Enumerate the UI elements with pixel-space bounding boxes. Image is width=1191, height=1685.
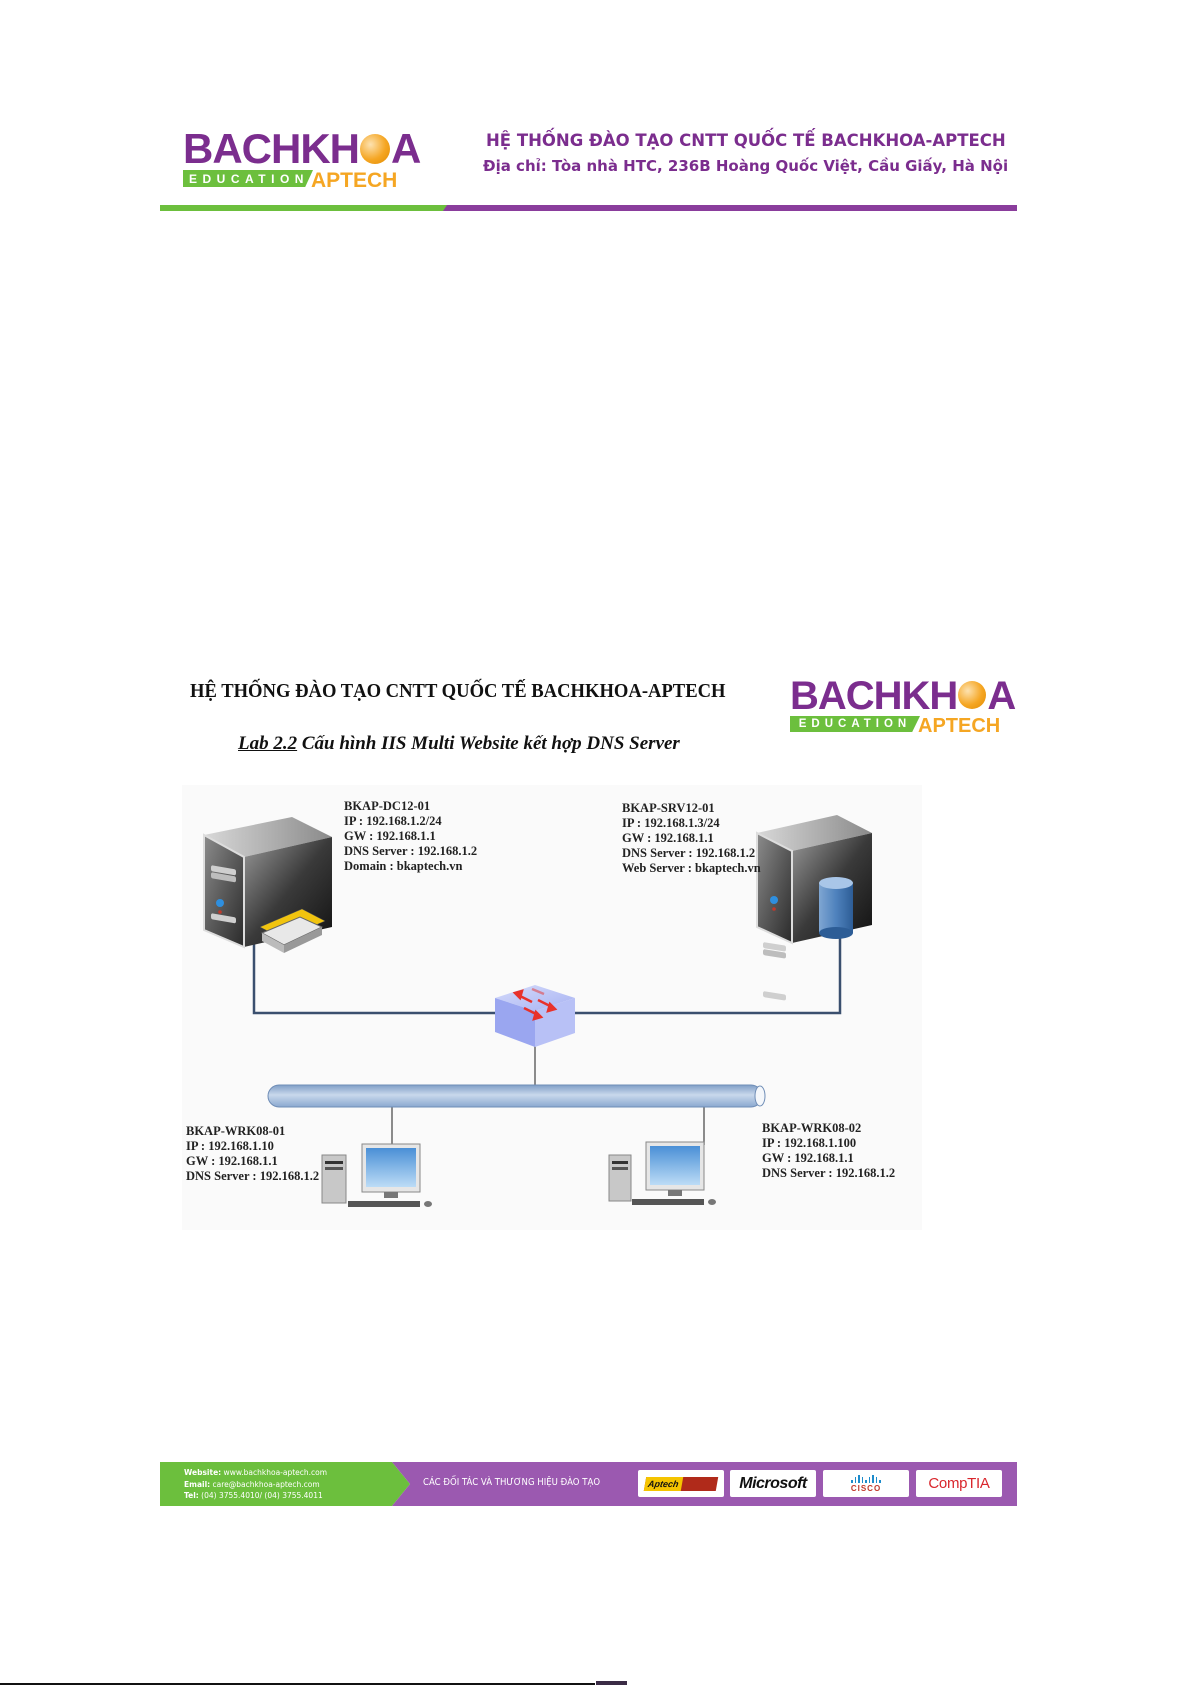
node-info-dc: BKAP-DC12-01 IP : 192.168.1.2/24 GW : 19… xyxy=(344,799,477,874)
node-dns: DNS Server : 192.168.1.2 xyxy=(762,1166,896,1180)
footer-email: Email: care@bachkhoa-aptech.com xyxy=(184,1479,327,1491)
bachkhoa-aptech-logo: BACHKH A EDUCATION APTECH xyxy=(183,125,421,192)
logo-brand: BACHKH A xyxy=(183,125,421,172)
node-gateway: GW : 192.168.1.1 xyxy=(344,829,436,843)
footer-website: Website: www.bachkhoa-aptech.com xyxy=(184,1467,327,1479)
network-switch-icon xyxy=(495,985,575,1047)
network-bus-pipe-icon xyxy=(267,1084,766,1108)
footer-contact-panel xyxy=(160,1462,410,1506)
aptech-wordmark: Aptech xyxy=(643,1476,683,1491)
tel-value: (04) 3755.4010/ (04) 3755.4011 xyxy=(198,1491,323,1500)
lab-title: Cấu hình IIS Multi Website kết hợp DNS S… xyxy=(297,733,680,754)
node-ip: IP : 192.168.1.2/24 xyxy=(344,814,442,828)
node-hostname: BKAP-WRK08-01 xyxy=(186,1124,286,1138)
logo-education: EDUCATION xyxy=(790,716,920,732)
header-address: Địa chỉ: Tòa nhà HTC, 236B Hoàng Quốc Vi… xyxy=(483,157,1009,175)
cisco-bars-icon xyxy=(851,1474,881,1483)
network-diagram-graphics xyxy=(203,815,872,1207)
node-dns: DNS Server : 192.168.1.2 xyxy=(344,844,478,858)
server-with-database-icon xyxy=(756,815,872,1001)
website-label: Website: xyxy=(184,1468,222,1477)
footer-tel: Tel: (04) 3755.4010/ (04) 3755.4011 xyxy=(184,1490,327,1502)
page-footer: Website: www.bachkhoa-aptech.com Email: … xyxy=(160,1462,1017,1506)
footer-contact: Website: www.bachkhoa-aptech.com Email: … xyxy=(184,1467,327,1502)
node-ip: IP : 192.168.1.10 xyxy=(186,1139,274,1153)
partner-logo-comptia: CompTIA xyxy=(916,1470,1002,1497)
logo-brand-left: BACHKH xyxy=(183,125,360,172)
node-ip: IP : 192.168.1.100 xyxy=(762,1136,857,1150)
server-with-directory-icon xyxy=(203,817,332,953)
logo-aptech: APTECH xyxy=(311,169,398,192)
globe-icon xyxy=(360,133,390,164)
node-gateway: GW : 192.168.1.1 xyxy=(622,831,714,845)
page-bottom-rule-tail xyxy=(596,1681,627,1685)
page-bottom-rule xyxy=(0,1683,595,1685)
partner-logo-aptech: Aptech xyxy=(638,1470,724,1497)
logo-education: EDUCATION xyxy=(183,170,313,187)
email-label: Email: xyxy=(184,1479,211,1489)
header-divider-purple xyxy=(443,205,1017,211)
logo-brand-right: A xyxy=(391,125,421,172)
node-dns: DNS Server : 192.168.1.2 xyxy=(622,846,756,860)
globe-icon xyxy=(958,681,987,710)
node-hostname: BKAP-SRV12-01 xyxy=(622,801,715,815)
website-link[interactable]: www.bachkhoa-aptech.com xyxy=(221,1468,328,1477)
workstation-icon xyxy=(608,1141,716,1205)
microsoft-wordmark: Microsoft xyxy=(739,1474,807,1492)
node-hostname: BKAP-WRK08-02 xyxy=(762,1121,862,1135)
logo-brand-right: A xyxy=(987,674,1016,718)
node-dns: DNS Server : 192.168.1.2 xyxy=(186,1169,320,1183)
partner-logo-cisco: CISCO xyxy=(823,1470,909,1497)
email-link[interactable]: care@bachkhoa-aptech.com xyxy=(210,1479,320,1489)
node-info-wrk2: BKAP-WRK08-02 IP : 192.168.1.100 GW : 19… xyxy=(762,1121,895,1181)
cisco-wordmark: CISCO xyxy=(850,1483,882,1493)
node-web-server: Web Server : bkaptech.vn xyxy=(622,861,761,875)
node-gateway: GW : 192.168.1.1 xyxy=(186,1154,278,1168)
lab-logo: BACHKH A EDUCATION APTECH xyxy=(790,674,1016,737)
node-ip: IP : 192.168.1.3/24 xyxy=(622,816,720,830)
network-diagram: BKAP-DC12-01 IP : 192.168.1.2/24 GW : 19… xyxy=(182,785,922,1230)
logo-brand-left: BACHKH xyxy=(790,674,958,718)
comptia-wordmark: CompTIA xyxy=(928,1475,990,1492)
node-hostname: BKAP-DC12-01 xyxy=(344,799,431,813)
node-info-srv: BKAP-SRV12-01 IP : 192.168.1.3/24 GW : 1… xyxy=(622,801,761,876)
link-dc-switch xyxy=(252,937,507,1015)
lab-number: Lab 2.2 xyxy=(238,733,298,754)
lab-org-title: HỆ THỐNG ĐÀO TẠO CNTT QUỐC TẾ BACHKHOA-A… xyxy=(190,680,726,702)
partners-label: CÁC ĐỐI TÁC VÀ THƯƠNG HIỆU ĐÀO TẠO xyxy=(423,1477,601,1488)
logo-brand: BACHKH A xyxy=(790,674,1016,718)
partner-logo-microsoft: Microsoft xyxy=(730,1470,816,1497)
lab-heading: Lab 2.2 Cấu hình IIS Multi Website kết h… xyxy=(238,733,680,755)
link-switch-srv xyxy=(562,937,842,1015)
header-divider-green xyxy=(160,205,447,211)
node-gateway: GW : 192.168.1.1 xyxy=(762,1151,854,1165)
header-title: HỆ THỐNG ĐÀO TẠO CNTT QUỐC TẾ BACHKHOA-A… xyxy=(486,131,1006,150)
tel-label: Tel: xyxy=(184,1491,199,1500)
workstation-icon xyxy=(321,1143,432,1207)
node-domain: Domain : bkaptech.vn xyxy=(344,859,463,873)
node-info-wrk1: BKAP-WRK08-01 IP : 192.168.1.10 GW : 192… xyxy=(186,1124,319,1184)
logo-aptech: APTECH xyxy=(918,715,1001,737)
